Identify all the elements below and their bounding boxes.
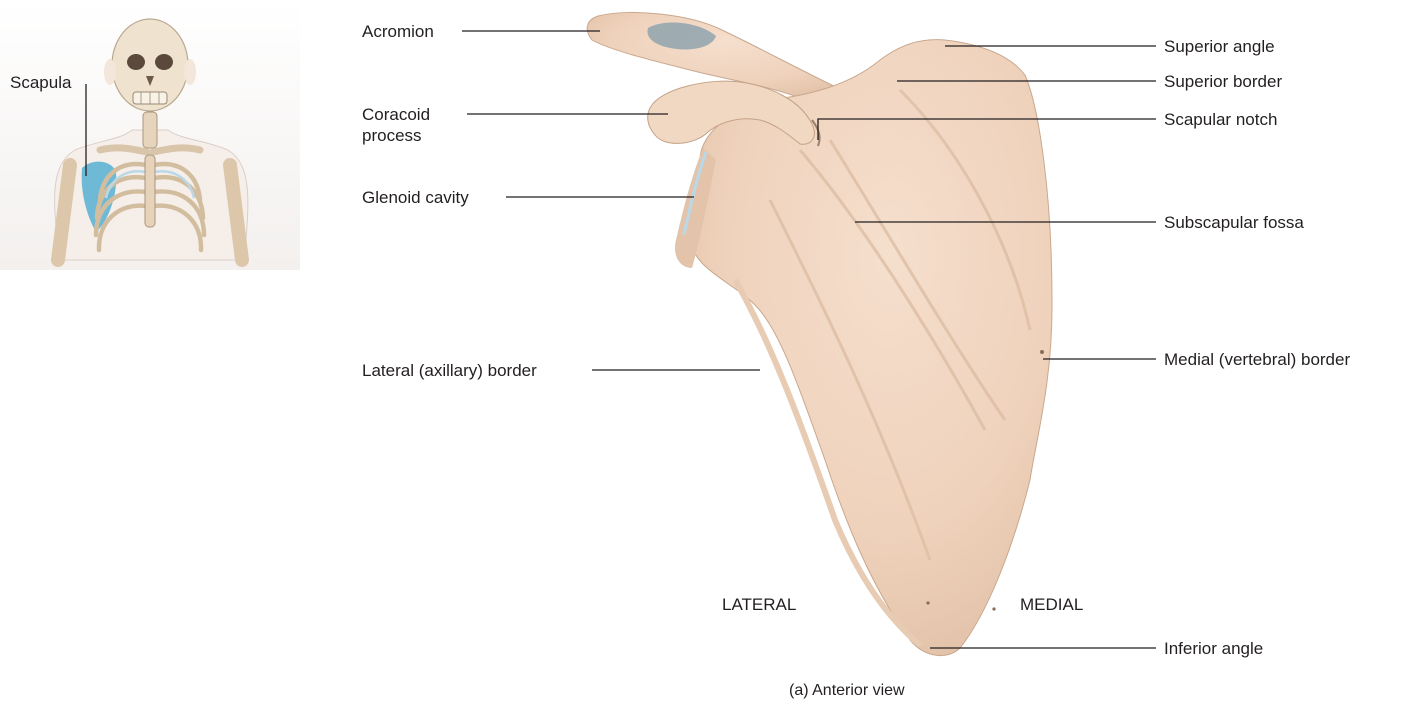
label-scapula: Scapula [10, 72, 71, 93]
skeleton-inset [0, 0, 300, 270]
label-inferior-angle: Inferior angle [1164, 638, 1263, 659]
label-scapular-notch: Scapular notch [1164, 109, 1277, 130]
scapula-bone [587, 12, 1052, 655]
label-superior-angle: Superior angle [1164, 36, 1275, 57]
orientation-medial: MEDIAL [1020, 594, 1083, 615]
label-glenoid-cavity: Glenoid cavity [362, 187, 469, 208]
label-lateral-border: Lateral (axillary) border [362, 360, 537, 381]
label-coracoid-process: Coracoid process [362, 104, 430, 146]
orientation-lateral: LATERAL [722, 594, 796, 615]
label-medial-border: Medial (vertebral) border [1164, 349, 1350, 370]
label-acromion: Acromion [362, 21, 434, 42]
label-subscapular-fossa: Subscapular fossa [1164, 212, 1304, 233]
figure-caption: (a) Anterior view [789, 680, 905, 701]
label-superior-border: Superior border [1164, 71, 1282, 92]
